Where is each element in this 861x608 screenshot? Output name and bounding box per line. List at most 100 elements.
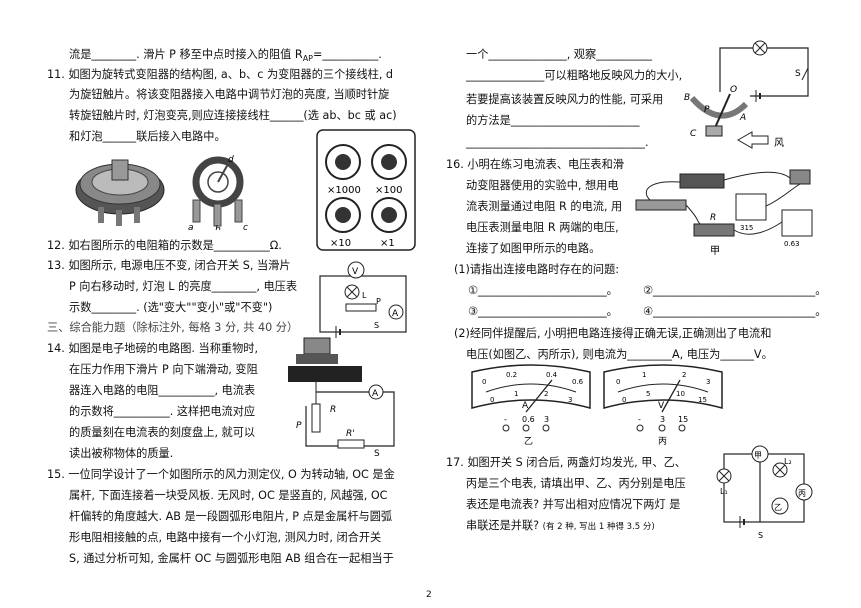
q14-line6: 读出被称物体的质量. — [69, 447, 174, 460]
yi-label: 乙 — [524, 436, 533, 447]
lamp-label: L — [362, 291, 367, 300]
bing-terminal-neg: - — [638, 415, 641, 424]
switch-label: S — [374, 449, 380, 458]
q17-line2: 丙是三个电表, 请填出甲、乙、丙分别是电压 — [466, 477, 686, 490]
dial-x10 — [325, 197, 361, 233]
q11-line2: 为旋钮触片。将该变阻器接入电路中调节灯泡的亮度, 当顺时针旋 — [69, 88, 390, 101]
meter-yi-label: 乙 — [774, 503, 782, 512]
q15-cont-line2: ______________可以粗略地反映风力的大小, — [466, 69, 683, 82]
point-c-label: C — [690, 129, 697, 139]
switch-label: S — [795, 69, 801, 79]
label-b: b — [215, 225, 221, 230]
switch-label: S — [374, 321, 379, 330]
switch-label: S — [758, 531, 763, 540]
q16-line1: 16. 小明在练习电流表、电压表和滑 — [446, 158, 624, 171]
point-o-label: O — [730, 85, 737, 95]
yi-bottom-0: 0 — [490, 396, 494, 404]
yi-terminal-06: 0.6 — [522, 415, 535, 424]
bing-bottom-0: 0 — [622, 396, 626, 404]
dial-x1000 — [325, 144, 361, 180]
yi-top-1: 0.2 — [506, 371, 517, 379]
circuit-14-figure: A R P R' S — [288, 337, 395, 458]
label-a: a — [188, 223, 194, 230]
q13-line2: P 向右移动时, 灯泡 L 的亮度________, 电压表 — [69, 280, 298, 293]
q17-line4: 串联还是并联? (有 2 种, 写出 1 种得 3.5 分) — [466, 519, 655, 532]
blank-1: ①_______________________。 — [468, 284, 618, 297]
wind-label: 风 — [774, 137, 784, 149]
blank-3: ③_______________________。 — [468, 305, 618, 318]
dial-x1 — [371, 197, 407, 233]
bing-top-2: 2 — [682, 371, 686, 379]
yi-top-3: 0.6 — [572, 378, 584, 386]
point-a-label: A — [739, 113, 746, 123]
resistor-label: R — [710, 213, 716, 223]
fixed-resistor-label: R' — [346, 429, 355, 439]
yi-bottom-3: 3 — [568, 396, 572, 404]
bing-top-1: 1 — [642, 371, 646, 379]
q15-cont-line1: 一个______________, 观察__________ — [466, 48, 653, 61]
bing-bottom-2: 10 — [676, 390, 685, 398]
meter-bing-label: 丙 — [798, 489, 806, 498]
label-c: c — [243, 223, 248, 230]
q16-line4: 电压表测量电阻 R 两端的电压, — [466, 221, 619, 234]
bing-unit: V — [658, 401, 665, 411]
label-x1000: ×1000 — [327, 185, 361, 196]
resistance-box-figure: ×1000 ×100 ×10 ×1 — [316, 129, 416, 251]
q15-line1: 15. 一位同学设计了一个如图所示的风力测定仪, O 为转动轴, OC 是金 — [47, 468, 395, 481]
q17-line3: 表还是电流表? 并写出相对应情况下两灯 是 — [466, 498, 681, 511]
ammeter-terminals: 0.63 — [784, 240, 800, 248]
lamp-l1-label: L₁ — [720, 487, 728, 496]
lamp-l2-label: L₂ — [784, 457, 792, 466]
ammeter-label: A — [372, 389, 379, 399]
q12-line: 12. 如右图所示的电阻箱的示数是__________Ω. — [47, 239, 282, 252]
label-x100: ×100 — [375, 185, 402, 196]
q16-line3: 流表测量通过电阻 R 的电流, 用 — [466, 200, 623, 213]
slider-label: P — [376, 297, 381, 306]
q16-line5: 连接了如图甲所示的电路。 — [466, 242, 601, 255]
page-number: 2 — [426, 590, 432, 600]
yi-top-2: 0.4 — [546, 371, 558, 379]
q15-cont-line5: ________________________________. — [466, 136, 649, 149]
ammeter-label: A — [392, 309, 399, 319]
wind-meter-figure: S B O P A C 风 — [684, 40, 809, 149]
yi-bottom-2: 2 — [544, 390, 548, 398]
q11-line4: 和灯泡______联后接入电路中。 — [69, 130, 226, 143]
yi-bottom-1: 1 — [514, 390, 518, 398]
q14-line4: 的示数将__________. 这样把电流对应 — [69, 405, 256, 418]
bing-bottom-3: 15 — [698, 396, 707, 404]
circuit-13-figure: V L P A S — [319, 261, 407, 338]
dial-x100 — [371, 144, 407, 180]
bing-top-0: 0 — [616, 378, 620, 386]
blank-2: ②_____________________________。 — [643, 284, 827, 297]
q11-line3: 转旋钮触片时, 灯泡变亮,则应连接接线柱______(选 ab、bc 或 ac) — [69, 109, 397, 122]
yi-top-0: 0 — [482, 378, 486, 386]
point-p-label: P — [704, 105, 710, 115]
rotary-rheostat-figure: d a b c — [75, 155, 248, 230]
bing-terminal-15: 15 — [678, 415, 688, 424]
q14-line1: 14. 如图是电子地磅的电路图. 当称重物时, — [47, 342, 259, 355]
figure-jia-label: 甲 — [710, 246, 720, 257]
yi-terminal-neg: - — [504, 415, 507, 424]
q15-line2: 属杆, 下面连接着一块受风板. 无风时, OC 是竖直的, 风越强, OC — [69, 489, 388, 502]
experiment-16-figure: R 315 0.63 甲 — [635, 169, 813, 257]
q14-line3: 器连入电路的电阻__________, 电流表 — [69, 384, 256, 397]
label-x1: ×1 — [380, 238, 395, 249]
q14-line2: 在压力作用下滑片 P 向下端滑动, 变阻 — [69, 363, 258, 376]
voltmeter-terminals: 315 — [740, 224, 753, 232]
label-d: d — [228, 155, 234, 165]
bing-terminal-3: 3 — [660, 415, 665, 424]
q15-line5: S, 通过分析可知, 金属杆 OC 与圆弧形电阻 AB 组合在一起相当于 — [69, 552, 394, 565]
q16-part2-line2: 电压(如图乙、丙所示), 则电流为________A, 电压为______V。 — [466, 348, 773, 361]
circuit-17-figure: 甲 L₂ L₁ 丙 乙 S — [716, 445, 813, 540]
q16-part1-prompt: (1)请指出连接电路时存在的问题: — [454, 263, 620, 276]
voltmeter-bing-figure: 0 1 2 3 0 5 10 15 V - 3 15 丙 — [603, 364, 723, 447]
rheostat-label: R — [330, 405, 336, 415]
label-x10: ×10 — [330, 238, 351, 249]
q13-line3: 示数________. (选"变大""变小"或"不变") — [69, 301, 273, 314]
blank-4: ④_____________________________。 — [643, 305, 827, 318]
q17-line1: 17. 如图开关 S 闭合后, 两盏灯均发光, 甲、乙、 — [446, 456, 686, 469]
q15-cont-line4: 的方法是_______________________ — [466, 114, 640, 127]
q14-line5: 的质量刻在电流表的刻度盘上, 就可以 — [69, 426, 256, 439]
voltmeter-label: V — [352, 267, 359, 277]
yi-unit: A — [522, 401, 529, 411]
